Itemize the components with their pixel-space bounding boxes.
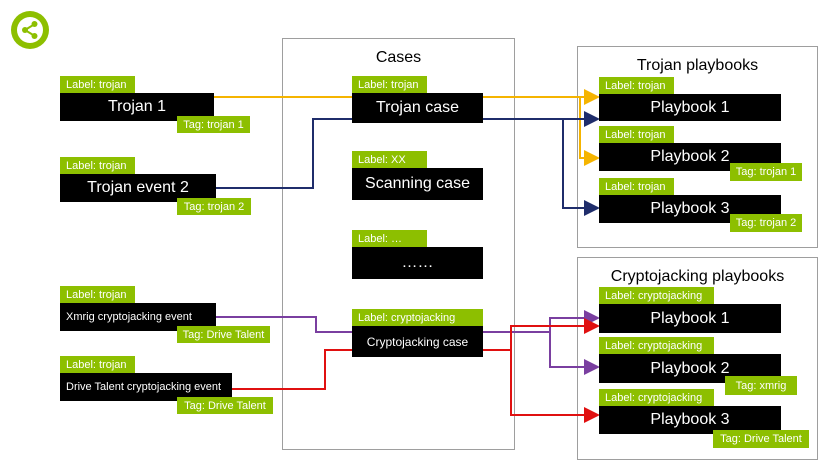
event-label: Label: trojan [60, 286, 135, 303]
crypto-playbooks-title: Cryptojacking playbooks [610, 268, 785, 285]
playbook-label: Label: trojan [599, 77, 674, 94]
wire-drivetalent-playbook3 [510, 350, 600, 423]
case-label: Label: trojan [352, 76, 427, 93]
case-name: Cryptojacking case [352, 326, 483, 357]
playbook-label: Label: cryptojacking [599, 389, 714, 406]
cases-title: Cases [375, 49, 422, 66]
playbook-tag: Tag: xmrig [725, 376, 797, 395]
case-label: Label: XX [352, 151, 427, 168]
event-name: Drive Talent cryptojacking event [60, 373, 232, 401]
trojan-playbooks-title: Trojan playbooks [636, 57, 759, 74]
playbook-name: Playbook 3 [599, 406, 781, 434]
case-name: Scanning case [352, 168, 483, 200]
event-tag: Tag: Drive Talent [177, 397, 273, 414]
event-tag: Tag: trojan 1 [177, 116, 250, 133]
playbook-name: Playbook 3 [599, 195, 781, 223]
playbook-tag: Tag: trojan 1 [730, 163, 802, 181]
wire-trojan1-playbook2 [579, 97, 600, 166]
playbook-name: Playbook 1 [599, 94, 781, 121]
event-label: Label: trojan [60, 356, 135, 373]
case-label: Label: … [352, 230, 427, 247]
playbook-tag: Tag: trojan 2 [730, 214, 802, 232]
event-label: Label: trojan [60, 157, 135, 174]
case-name: Trojan case [352, 93, 483, 123]
playbook-name: Playbook 1 [599, 304, 781, 333]
event-tag: Tag: trojan 2 [177, 198, 251, 215]
playbook-label: Label: trojan [599, 178, 674, 195]
playbook-tag: Tag: Drive Talent [713, 430, 809, 448]
playbook-name: Playbook 2 [599, 354, 781, 383]
wire-xmrig-playbook2 [549, 332, 600, 375]
event-name: Trojan event 2 [60, 174, 216, 202]
event-label: Label: trojan [60, 76, 135, 93]
wire-trojan2-playbook3 [562, 119, 600, 216]
event-name: Trojan 1 [60, 93, 214, 121]
case-name: …… [352, 247, 483, 279]
playbook-label: Label: cryptojacking [599, 287, 714, 304]
playbook-name: Playbook 2 [599, 143, 781, 171]
case-label: Label: cryptojacking [352, 309, 483, 326]
share-icon [11, 11, 49, 49]
playbook-label: Label: cryptojacking [599, 337, 714, 354]
event-tag: Tag: Drive Talent [177, 326, 270, 343]
playbook-label: Label: trojan [599, 126, 674, 143]
